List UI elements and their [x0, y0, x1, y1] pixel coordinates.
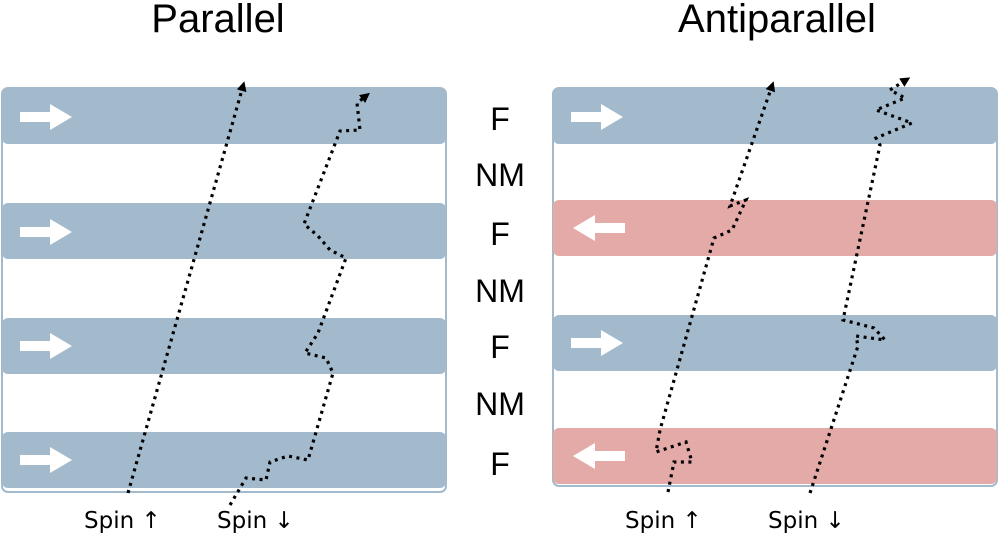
magnetization-right-arrow-icon [20, 333, 72, 359]
ferromagnet-layer-1 [553, 88, 997, 144]
spin-up-label: Spin ↑ [625, 508, 702, 534]
spin-down-label: Spin ↓ [217, 508, 294, 534]
layer-label-f: F [490, 446, 510, 482]
spin-up-path [126, 81, 247, 494]
parallel-frame [1, 87, 447, 493]
ferromagnet-layer-1 [2, 88, 446, 144]
layer-label-nm: NM [475, 273, 525, 309]
ferromagnet-layer-2 [553, 200, 997, 256]
ferromagnet-layer-4 [2, 432, 446, 488]
ferromagnet-layer-3 [553, 315, 997, 371]
magnetization-left-arrow-icon [573, 443, 625, 469]
antiparallel-frame [552, 87, 998, 487]
magnetization-right-arrow-icon [571, 330, 623, 356]
layer-label-nm: NM [475, 157, 525, 193]
layer-label-f: F [490, 329, 510, 365]
parallel-panel: Spin ↑ Spin ↓ [1, 81, 447, 534]
layer-label-f: F [490, 101, 510, 137]
layer-labels: F NM F NM F NM F [475, 101, 525, 482]
layer-label-f: F [490, 216, 510, 252]
ferromagnet-layer-2 [2, 203, 446, 259]
spin-down-path [808, 77, 917, 494]
spin-down-label: Spin ↓ [768, 508, 845, 534]
magnetization-right-arrow-icon [20, 447, 72, 473]
ferromagnet-layer-4 [553, 428, 997, 484]
magnetization-right-arrow-icon [571, 104, 623, 130]
ferromagnet-layer-3 [2, 318, 446, 374]
parallel-title: Parallel [151, 0, 284, 41]
magnetization-right-arrow-icon [20, 104, 72, 130]
spin-down-path [228, 92, 370, 506]
antiparallel-panel: Spin ↑ Spin ↓ [552, 77, 998, 534]
layer-label-nm: NM [475, 386, 525, 422]
spin-up-label: Spin ↑ [84, 508, 161, 534]
magnetization-right-arrow-icon [20, 219, 72, 245]
antiparallel-title: Antiparallel [678, 0, 876, 41]
magnetization-left-arrow-icon [573, 215, 625, 241]
